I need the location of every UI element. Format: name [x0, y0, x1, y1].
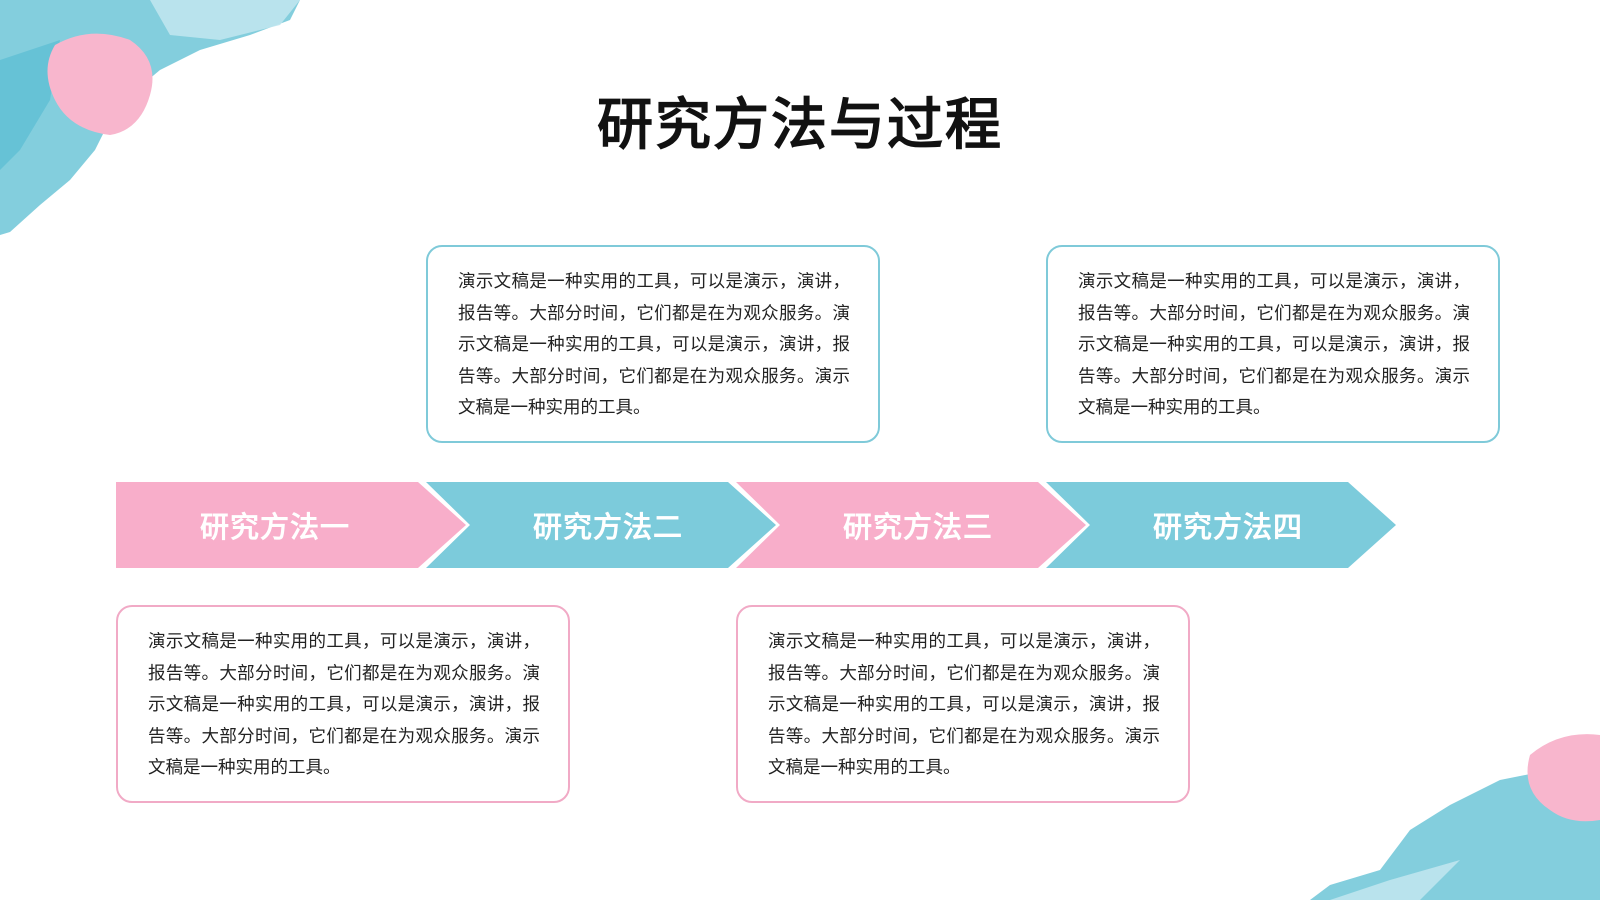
page-title: 研究方法与过程	[597, 93, 1003, 158]
method-two-description-card: 演示文稿是一种实用的工具，可以是演示，演讲，报告等。大部分时间，它们都是在为观众…	[426, 245, 880, 443]
process-step-4: 研究方法四	[1046, 482, 1396, 568]
step-label: 研究方法四	[1152, 510, 1303, 544]
step-label: 研究方法一	[199, 510, 350, 544]
step-label: 研究方法三	[842, 510, 993, 544]
method-three-description-card: 演示文稿是一种实用的工具，可以是演示，演讲，报告等。大部分时间，它们都是在为观众…	[736, 605, 1190, 803]
card-text: 演示文稿是一种实用的工具，可以是演示，演讲，报告等。大部分时间，它们都是在为观众…	[458, 272, 850, 418]
step-label: 研究方法二	[532, 510, 683, 544]
process-step-3: 研究方法三	[736, 482, 1086, 568]
method-four-description-card: 演示文稿是一种实用的工具，可以是演示，演讲，报告等。大部分时间，它们都是在为观众…	[1046, 245, 1500, 443]
method-one-description-card: 演示文稿是一种实用的工具，可以是演示，演讲，报告等。大部分时间，它们都是在为观众…	[116, 605, 570, 803]
brush-decoration-bottom-right	[1310, 734, 1600, 900]
card-text: 演示文稿是一种实用的工具，可以是演示，演讲，报告等。大部分时间，它们都是在为观众…	[148, 632, 540, 778]
card-text: 演示文稿是一种实用的工具，可以是演示，演讲，报告等。大部分时间，它们都是在为观众…	[1078, 272, 1470, 418]
process-step-2: 研究方法二	[426, 482, 776, 568]
card-text: 演示文稿是一种实用的工具，可以是演示，演讲，报告等。大部分时间，它们都是在为观众…	[768, 632, 1160, 778]
process-arrow-row: 研究方法一 研究方法二 研究方法三 研究方法四	[116, 482, 1400, 568]
process-step-1: 研究方法一	[116, 482, 466, 568]
